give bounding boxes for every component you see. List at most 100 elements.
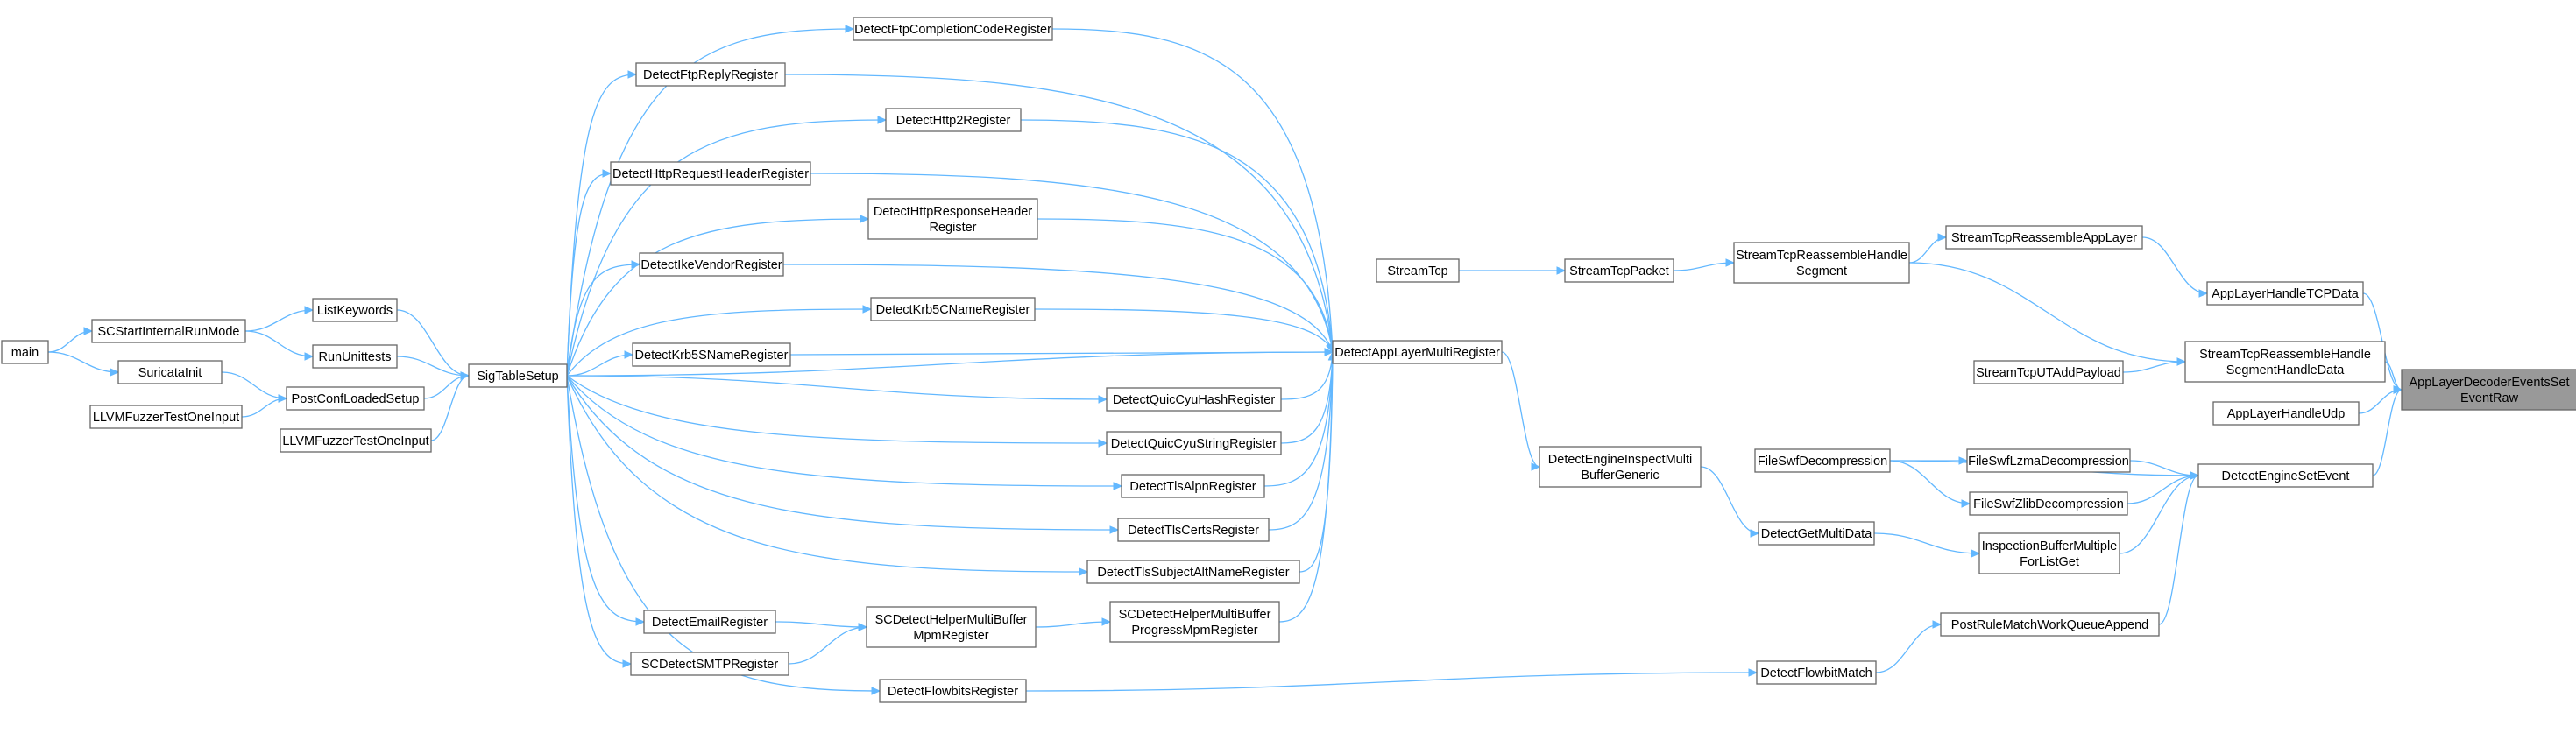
node-fswfdec[interactable]: FileSwfDecompression: [1754, 448, 1891, 473]
node-label: DetectQuicCyuHashRegister: [1113, 393, 1276, 407]
node-postconf[interactable]: PostConfLoadedSetup: [286, 386, 425, 411]
edge-line: [566, 375, 1122, 487]
edge-rununit-to-sigtable: [396, 356, 471, 380]
node-box: [1969, 491, 2128, 516]
node-tlscerts[interactable]: DetectTlsCertsRegister: [1117, 518, 1270, 542]
edge-fuzz1-to-postconf: [241, 394, 288, 418]
node-krb5sname[interactable]: DetectKrb5SNameRegister: [632, 342, 791, 367]
node-box: [1973, 360, 2124, 384]
edge-detflowmatch-to-postrule: [1875, 620, 1943, 673]
node-label: DetectFtpCompletionCodeRegister: [854, 23, 1051, 37]
node-ikevendor[interactable]: DetectIkeVendorRegister: [639, 252, 784, 277]
node-sigtable[interactable]: SigTableSetup: [468, 363, 568, 388]
node-httpreqhdr[interactable]: DetectHttpRequestHeaderRegister: [610, 161, 811, 186]
node-fuzz1[interactable]: LLVMFuzzerTestOneInput: [89, 405, 243, 429]
node-label: StreamTcpReassembleAppLayer: [1951, 231, 2137, 245]
node-box: [853, 17, 1053, 41]
edge-arrowhead: [1725, 258, 1736, 267]
edge-strsegment-to-strsegdata: [1908, 262, 2187, 366]
node-email[interactable]: DetectEmailRegister: [643, 610, 776, 634]
node-alhtcp[interactable]: AppLayerHandleTCPData: [2206, 281, 2364, 306]
edge-line: [2119, 475, 2199, 554]
edge-line: [2127, 475, 2199, 504]
edge-arrowhead: [1958, 456, 1969, 465]
edge-http2-to-applayermulti: [1020, 119, 1337, 354]
edge-line: [1025, 672, 1758, 692]
node-box: [280, 428, 432, 453]
node-label: SCDetectHelperMultiBuffer: [875, 613, 1028, 627]
node-box: [879, 679, 1027, 703]
edge-line: [788, 626, 867, 665]
node-label: DetectEngineSetEvent: [2222, 469, 2350, 483]
edge-streamutadd-to-strsegdata: [2122, 357, 2187, 373]
node-streamtcp[interactable]: StreamTcp: [1376, 258, 1460, 283]
node-streamtcppacket[interactable]: StreamTcpPacket: [1564, 258, 1674, 283]
node-quiccyustr[interactable]: DetectQuicCyuStringRegister: [1106, 431, 1282, 455]
node-fswfzlib[interactable]: FileSwfZlibDecompression: [1969, 491, 2128, 516]
node-fuzz2[interactable]: LLVMFuzzerTestOneInput: [280, 428, 432, 453]
node-rununit[interactable]: RunUnittests: [312, 344, 398, 369]
node-listkw[interactable]: ListKeywords: [312, 298, 398, 322]
node-box: [1, 340, 49, 364]
node-detgetmulti[interactable]: DetectGetMultiData: [1758, 521, 1875, 546]
edge-sigtable-to-smtp: [566, 375, 633, 668]
node-box: [1106, 387, 1282, 412]
node-strsegdata[interactable]: StreamTcpReassembleHandleSegmentHandleDa…: [2184, 341, 2386, 383]
edge-arrowhead: [304, 352, 315, 361]
node-tlssan[interactable]: DetectTlsSubjectAltNameRegister: [1086, 560, 1300, 584]
node-label: ProgressMpmRegister: [1131, 624, 1257, 638]
node-detflowmatch[interactable]: DetectFlowbitMatch: [1756, 660, 1877, 685]
node-flowbits[interactable]: DetectFlowbitsRegister: [879, 679, 1027, 703]
node-label: DetectTlsCertsRegister: [1128, 524, 1259, 538]
node-suricatainit[interactable]: SuricataInit: [117, 360, 223, 384]
edge-arrowhead: [1098, 395, 1108, 404]
node-tlsalpn[interactable]: DetectTlsAlpnRegister: [1121, 474, 1265, 498]
node-postrule[interactable]: PostRuleMatchWorkQueueAppend: [1940, 612, 2160, 637]
edge-fswfdec-to-fswflzma: [1890, 456, 1969, 465]
edge-line: [244, 330, 314, 357]
node-label: SuricataInit: [138, 366, 202, 380]
edge-line: [566, 354, 633, 377]
node-box: [610, 161, 811, 186]
edge-line: [1051, 28, 1334, 353]
node-box: [870, 297, 1036, 321]
node-detsetevent[interactable]: DetectEngineSetEvent: [2197, 463, 2374, 488]
edge-tlsalpn-to-applayermulti: [1263, 350, 1337, 487]
edge-quiccyustr-to-applayermulti: [1280, 350, 1337, 444]
node-scstart[interactable]: SCStartInternalRunMode: [91, 319, 246, 343]
edge-sigtable-to-email: [566, 375, 646, 626]
node-scprogmpm[interactable]: SCDetectHelperMultiBufferProgressMpmRegi…: [1109, 601, 1280, 643]
node-label: Segment: [1796, 264, 1847, 278]
node-http2[interactable]: DetectHttp2Register: [885, 108, 1022, 132]
node-streamapplayer[interactable]: StreamTcpReassembleAppLayer: [1945, 225, 2143, 250]
node-streamutadd[interactable]: StreamTcpUTAddPayload: [1973, 360, 2124, 384]
node-fswflzma[interactable]: FileSwfLzmaDecompression: [1966, 448, 2131, 473]
node-label: StreamTcpUTAddPayload: [1976, 366, 2121, 380]
node-ftpreply[interactable]: DetectFtpReplyRegister: [635, 62, 786, 87]
edge-line: [1037, 218, 1334, 353]
node-quiccyuhash[interactable]: DetectQuicCyuHashRegister: [1106, 387, 1282, 412]
node-box: [866, 606, 1037, 648]
node-smtp[interactable]: SCDetectSMTPRegister: [630, 652, 789, 676]
node-label: PostConfLoadedSetup: [292, 392, 420, 406]
node-box: [1539, 446, 1702, 488]
node-ftpcc[interactable]: DetectFtpCompletionCodeRegister: [853, 17, 1053, 41]
node-box: [630, 652, 789, 676]
node-box: [1086, 560, 1300, 584]
edge-sigtable-to-quiccyustr: [566, 375, 1108, 448]
node-krb5cname[interactable]: DetectKrb5CNameRegister: [870, 297, 1036, 321]
edge-suricatainit-to-postconf: [221, 371, 288, 403]
node-alhudp[interactable]: AppLayerHandleUdp: [2212, 401, 2360, 426]
edge-main-to-scstart: [47, 327, 94, 353]
node-applayermulti[interactable]: DetectAppLayerMultiRegister: [1332, 340, 1503, 364]
node-box: [1966, 448, 2131, 473]
edge-line: [2358, 389, 2403, 414]
node-main[interactable]: main: [1, 340, 49, 364]
edge-arrowhead: [2393, 385, 2403, 394]
